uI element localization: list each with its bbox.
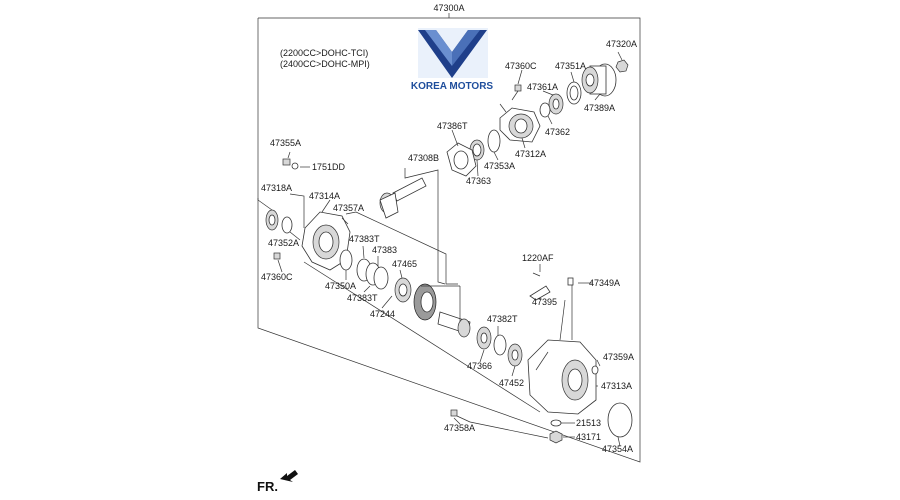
- label-47361A: 47361A: [527, 82, 558, 92]
- assembly-boundary: [257, 17, 641, 463]
- label-47360C-left: 47360C: [261, 272, 293, 282]
- cover-47354A: [607, 402, 633, 438]
- label-47382T: 47382T: [487, 314, 518, 324]
- bearing-47366: [476, 326, 492, 350]
- label-47353A: 47353A: [484, 161, 515, 171]
- label-47395: 47395: [532, 297, 557, 307]
- nut-43171: [549, 430, 563, 444]
- cover-47314A: [301, 211, 351, 271]
- ring-gear-47244: [413, 283, 437, 321]
- seal-47351A: [566, 81, 582, 105]
- label-47312A: 47312A: [515, 149, 546, 159]
- oring-47352A: [281, 216, 293, 234]
- korea-motors-logo: KOREA MOTORS: [411, 28, 494, 92]
- label-47363: 47363: [466, 176, 491, 186]
- label-47308B: 47308B: [408, 153, 439, 163]
- label-43171: 43171: [576, 432, 601, 442]
- nut-47320A: [615, 59, 629, 73]
- bolt-47360C-left: [273, 252, 281, 260]
- label-47452: 47452: [499, 378, 524, 388]
- seal-47318A: [265, 209, 279, 231]
- label-47359A: 47359A: [603, 352, 634, 362]
- logo-text: KOREA MOTORS: [411, 81, 494, 92]
- engine-note-1: (2200CC>DOHC-TCI): [280, 48, 368, 58]
- label-47465: 47465: [392, 259, 417, 269]
- bearing-47465: [394, 277, 412, 303]
- vent-47349A: [567, 277, 574, 286]
- housing-47312A: [499, 103, 541, 143]
- washer-21513: [550, 419, 562, 427]
- case-47313A: [527, 339, 597, 415]
- plug-47359A: [591, 365, 599, 375]
- label-47352A: 47352A: [268, 238, 299, 248]
- bolt-1220AF: [532, 272, 541, 277]
- label-47383: 47383: [372, 245, 397, 255]
- label-1220AF: 1220AF: [522, 253, 554, 263]
- oring-47353A: [487, 129, 501, 153]
- flange-47389A: [581, 63, 617, 97]
- label-47389A: 47389A: [584, 103, 615, 113]
- label-21513: 21513: [576, 418, 601, 428]
- label-47318A: 47318A: [261, 183, 292, 193]
- washer-47362: [539, 102, 551, 118]
- bracket-47395: [529, 285, 551, 301]
- label-47383T-b: 47383T: [347, 293, 378, 303]
- label-47354A: 47354A: [602, 444, 633, 454]
- label-47357A: 47357A: [333, 203, 364, 213]
- bearing-47361A: [548, 93, 564, 115]
- label-47313A: 47313A: [601, 381, 632, 391]
- label-47358A: 47358A: [444, 423, 475, 433]
- label-47360C-top: 47360C: [505, 61, 537, 71]
- shaft-47244: [437, 311, 471, 338]
- label-1751DD: 1751DD: [312, 162, 346, 172]
- label-47383T-a: 47383T: [349, 234, 380, 244]
- label-47244: 47244: [370, 309, 395, 319]
- part-labels: 47320A 47360C 47351A 47361A 47389A 47362…: [261, 39, 637, 454]
- label-47349A: 47349A: [589, 278, 620, 288]
- bolt-47360C-top: [511, 84, 522, 101]
- bolt-47355A: [282, 158, 291, 166]
- pinion-shaft-47308B: [379, 177, 427, 219]
- shim-47350A: [339, 249, 353, 271]
- bolt-47358A: [450, 409, 471, 423]
- label-47320A: 47320A: [606, 39, 637, 49]
- engine-note-2: (2400CC>DOHC-MPI): [280, 59, 370, 69]
- oring-47382T: [493, 334, 507, 356]
- label-47362: 47362: [545, 127, 570, 137]
- gasket-47386T: [446, 142, 477, 177]
- label-47350A: 47350A: [325, 281, 356, 291]
- rings-47383T-47383: [356, 258, 389, 290]
- leader-lines: [257, 51, 623, 447]
- front-arrow-icon: [280, 470, 298, 482]
- seal-47452: [507, 343, 523, 367]
- label-47386T: 47386T: [437, 121, 468, 131]
- label-47351A: 47351A: [555, 61, 586, 71]
- plug-1751DD: [291, 162, 299, 170]
- label-47355A: 47355A: [270, 138, 301, 148]
- label-47314A: 47314A: [309, 191, 340, 201]
- front-label: FR.: [257, 479, 278, 494]
- assembly-label: 47300A: [433, 3, 464, 13]
- front-direction-marker: FR.: [257, 470, 298, 494]
- label-47366: 47366: [467, 361, 492, 371]
